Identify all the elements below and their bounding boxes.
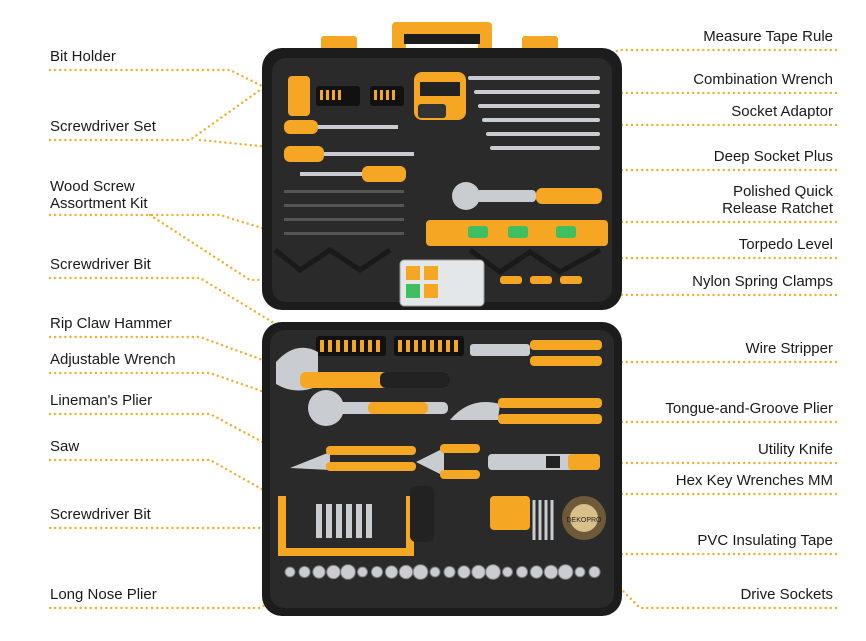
label-hex-key-wrenches-mm: Hex Key Wrenches MM [675, 472, 833, 489]
label-wood-screw-assortment-kit: Wood Screw Assortment Kit [50, 178, 148, 212]
socket-16 [502, 566, 513, 578]
label-socket-adaptor: Socket Adaptor [731, 103, 833, 120]
leader-line-bit-top [48, 276, 312, 347]
upper-case-half [262, 48, 622, 310]
label-deep-socket-plus: Deep Socket Plus [713, 148, 833, 165]
rip-claw-hammer [276, 347, 450, 391]
drive-sockets [284, 564, 601, 580]
socket-19 [543, 564, 559, 580]
torpedo-level [426, 220, 608, 246]
socket-8 [384, 565, 399, 579]
socket-20 [557, 564, 574, 580]
label-screwdriver-bit-bottom: Screwdriver Bit [50, 506, 151, 523]
label-drive-sockets: Drive Sockets [740, 586, 833, 603]
leader-line-screwdriver-set [48, 78, 302, 142]
label-screwdriver-set: Screwdriver Set [50, 118, 156, 135]
label-utility-knife: Utility Knife [757, 441, 833, 458]
leader-line-wood-screw-b [148, 213, 422, 282]
lower-case-half: DEKOPRO [262, 322, 622, 616]
hex-key-set [490, 496, 554, 540]
socket-11 [429, 566, 441, 578]
tongue-and-groove-plier [450, 398, 602, 424]
hacksaw [278, 486, 434, 556]
socket-1 [284, 566, 296, 578]
socket-5 [340, 564, 356, 580]
label-adjustable-wrench: Adjustable Wrench [50, 351, 176, 368]
label-torpedo-level: Torpedo Level [738, 236, 833, 253]
linemans-plier [290, 446, 416, 471]
leader-line-screwdriver-set-b [198, 138, 302, 152]
socket-9 [398, 564, 414, 580]
label-measure-tape-rule: Measure Tape Rule [703, 28, 833, 45]
label-polished-quick-release-ratchet: Polished Quick Release Ratchet [722, 183, 833, 217]
socket-2 [298, 565, 311, 579]
utility-knife [488, 454, 600, 470]
insulating-tape: DEKOPRO [562, 496, 606, 540]
long-nose-plier [416, 444, 480, 479]
label-pvc-insulating-tape: PVC Insulating Tape [697, 532, 833, 549]
socket-14 [471, 564, 486, 580]
ratchet [452, 182, 602, 210]
leader-line-hammer [48, 335, 292, 372]
wood-screw-box [399, 259, 485, 307]
label-long-nose-plier: Long Nose Plier [50, 586, 157, 603]
nylon-spring-clamps [500, 276, 582, 284]
label-tongue-and-groove-plier: Tongue-and-Groove Plier [665, 400, 833, 417]
socket-4 [326, 564, 341, 580]
bit-holder-set [288, 76, 404, 116]
label-wire-stripper: Wire Stripper [745, 340, 833, 357]
socket-12 [443, 565, 456, 579]
bit-set [316, 504, 372, 538]
socket-15 [485, 564, 501, 580]
brand-logo: DEKOPRO [566, 517, 602, 524]
label-nylon-spring-clamps: Nylon Spring Clamps [692, 273, 833, 290]
label-combination-wrench: Combination Wrench [693, 71, 833, 88]
label-bit-holder: Bit Holder [50, 48, 116, 65]
label-linemans-plier: Lineman's Plier [50, 392, 153, 409]
label-saw: Saw [50, 438, 80, 455]
adjustable-wrench [308, 390, 448, 426]
tape-measure [414, 72, 466, 120]
leader-line-bit-holder [48, 68, 292, 102]
socket-21 [574, 566, 586, 578]
socket-3 [312, 565, 326, 579]
socket-18 [529, 565, 544, 579]
socket-10 [412, 564, 429, 580]
label-rip-claw-hammer: Rip Claw Hammer [50, 315, 172, 332]
socket-7 [370, 565, 384, 579]
label-screwdriver-bit-top: Screwdriver Bit [50, 256, 151, 273]
socket-6 [357, 566, 368, 578]
leader-line-wood-screw [48, 213, 302, 242]
leader-line-saw [48, 458, 292, 507]
combination-wrenches [468, 76, 600, 150]
socket-17 [515, 565, 529, 579]
socket-22 [588, 565, 601, 579]
socket-13 [457, 565, 471, 579]
screwdriver-set [284, 120, 414, 235]
wire-stripper [470, 340, 602, 366]
screwdriver-bit-strip [316, 336, 464, 356]
